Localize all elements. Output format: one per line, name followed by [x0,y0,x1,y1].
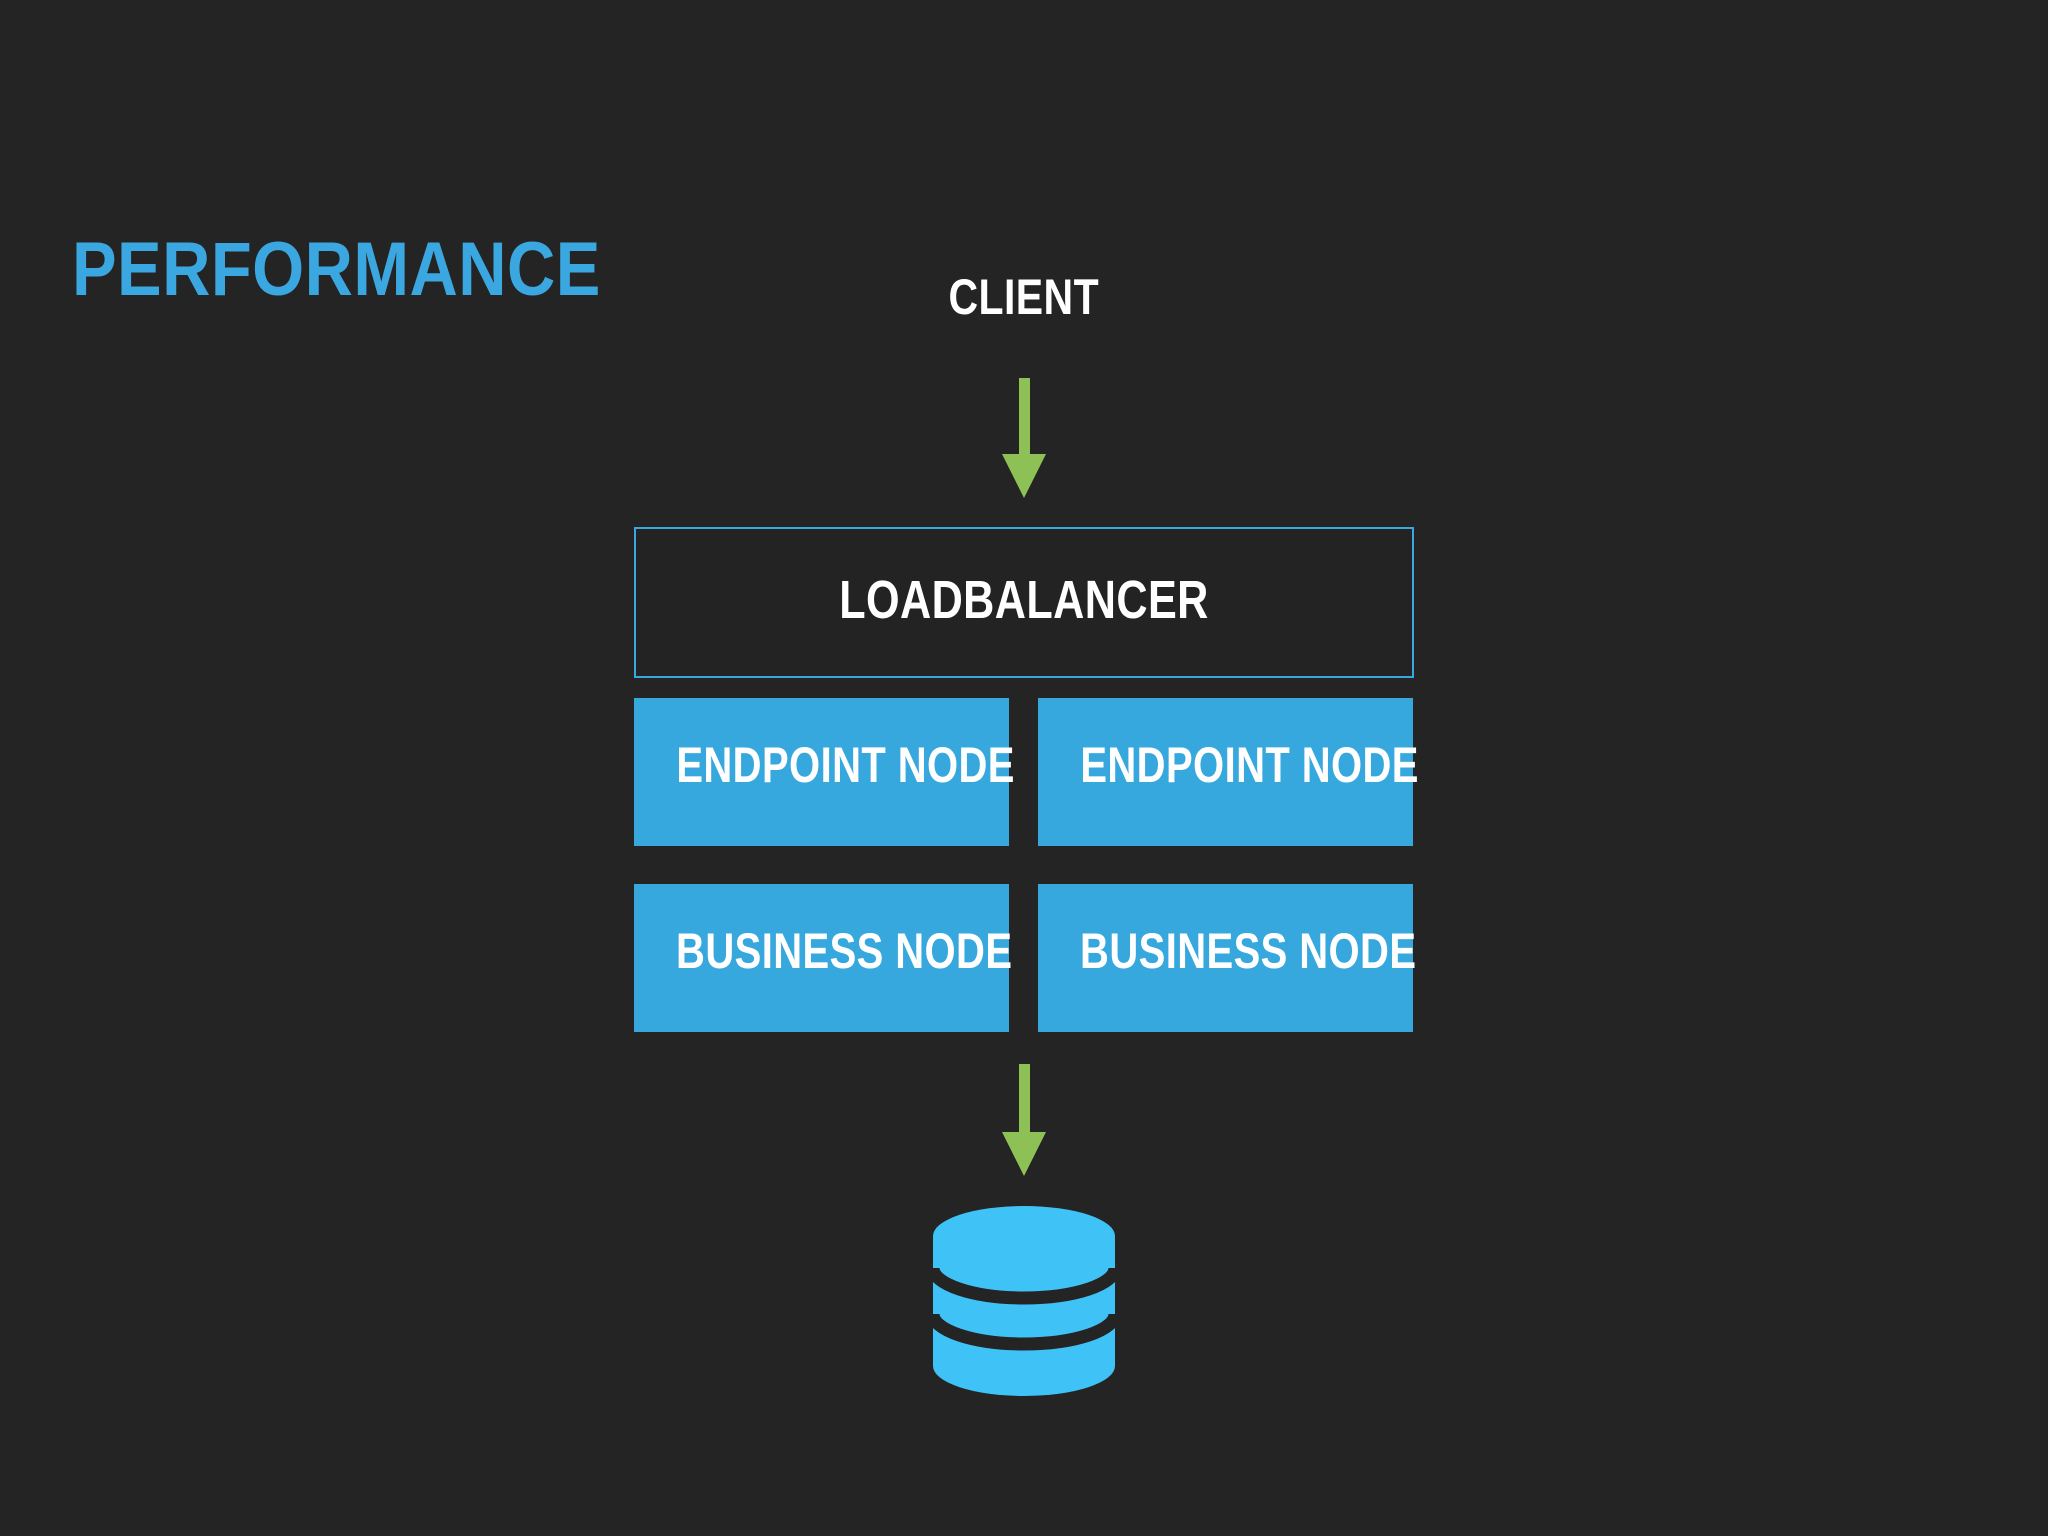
arrow-head [1002,1132,1046,1176]
arrow-shaft [1018,1064,1030,1134]
client-label: CLIENT [0,272,2048,322]
endpoint-node-right-label: ENDPOINT NODE [1038,740,1418,790]
endpoint-node-right: ENDPOINT NODE [1038,698,1418,846]
loadbalancer-label-text: LOADBALANCER [839,570,1209,630]
database-cylinder-icon [933,1206,1115,1396]
arrow-client-to-loadbalancer-icon [1002,378,1046,498]
business-node-right: BUSINESS NODE [1038,884,1417,1032]
endpoint-node-left-label: ENDPOINT NODE [634,740,1014,790]
arrow-shaft [1018,378,1030,456]
arrow-head [1002,454,1046,498]
client-label-text: CLIENT [948,269,1100,325]
endpoint-node-left-label-text: ENDPOINT NODE [676,737,1015,793]
loadbalancer-box: LOADBALANCER [634,527,1414,678]
business-node-right-label-text: BUSINESS NODE [1080,923,1417,979]
business-node-left-label-text: BUSINESS NODE [676,923,1013,979]
arrow-nodes-to-database-icon [1002,1064,1046,1176]
loadbalancer-label: LOADBALANCER [636,573,1412,627]
page-title: PERFORMANCE [72,227,601,312]
business-node-left: BUSINESS NODE [634,884,1013,1032]
endpoint-node-right-label-text: ENDPOINT NODE [1080,737,1419,793]
endpoint-node-left: ENDPOINT NODE [634,698,1014,846]
business-node-right-label: BUSINESS NODE [1038,923,1417,979]
business-node-left-label: BUSINESS NODE [634,923,1013,979]
